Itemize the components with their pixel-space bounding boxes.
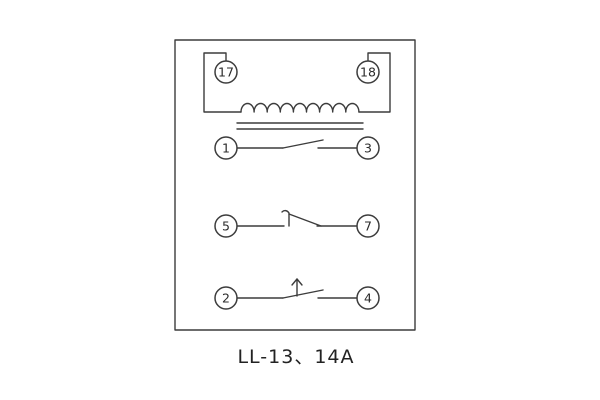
terminal-4	[356, 286, 380, 310]
coil-right-lead	[358, 52, 391, 113]
terminal-1-label: 1	[222, 141, 230, 156]
terminal-17-label: 17	[218, 65, 234, 80]
terminal-5-label: 5	[222, 219, 230, 234]
contact-1-3-blade	[282, 139, 324, 149]
terminal-3	[356, 136, 380, 160]
terminal-18	[356, 60, 380, 84]
contact-1-3: 1 3	[214, 136, 380, 160]
terminal-2	[214, 286, 238, 310]
terminal-2-label: 2	[222, 291, 230, 306]
contact-5-7-blade	[288, 213, 322, 227]
contact-5-7: 5 7	[214, 209, 380, 238]
coil-circuit: 17 18	[203, 52, 391, 130]
terminal-7-label: 7	[364, 219, 372, 234]
contact-2-4-actuator-arrow	[291, 278, 303, 297]
contact-5-7-latch-hook	[281, 209, 290, 227]
terminal-3-label: 3	[364, 141, 372, 156]
terminal-5	[214, 214, 238, 238]
terminal-18-label: 18	[360, 65, 376, 80]
diagram-border	[174, 39, 416, 331]
diagram-caption: LL-13、14A	[237, 346, 354, 368]
coil-left-lead	[203, 52, 242, 113]
terminal-17	[214, 60, 238, 84]
contact-2-4-blade	[282, 289, 324, 299]
contact-2-4: 2 4	[214, 278, 380, 310]
terminal-7	[356, 214, 380, 238]
coil-winding	[240, 102, 360, 113]
terminal-4-label: 4	[364, 291, 372, 306]
terminal-1	[214, 136, 238, 160]
